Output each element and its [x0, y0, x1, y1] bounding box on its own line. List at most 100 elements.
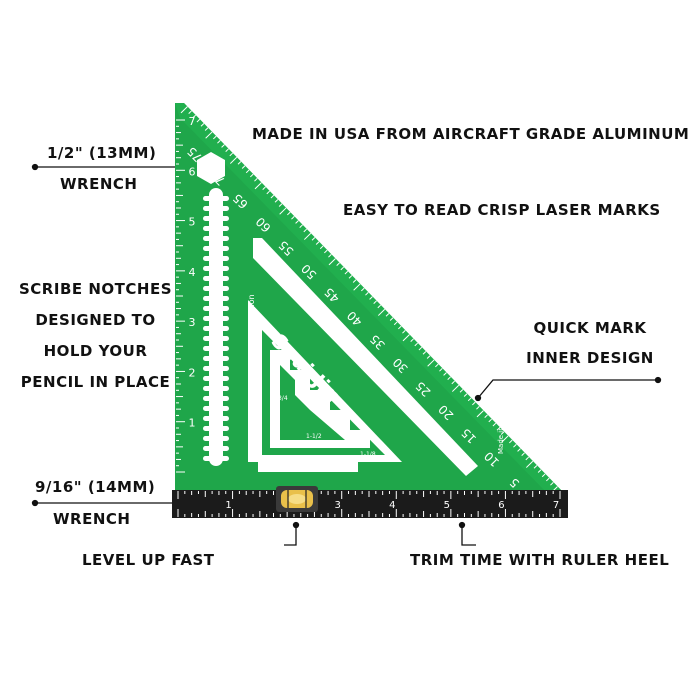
hyp-tick	[459, 389, 464, 393]
hyp-tick	[336, 262, 340, 266]
hyp-tick	[521, 452, 525, 456]
half-inch-wrench-size: 1/2" (13MM)	[47, 144, 157, 162]
hyp-tick	[328, 254, 332, 258]
leader-dot	[654, 376, 662, 384]
scribe-notch	[203, 286, 229, 291]
leader-quick-mark	[477, 379, 658, 399]
scribe-notch	[203, 356, 229, 361]
quick-mark-slot	[253, 238, 478, 476]
hyp-tick	[229, 156, 238, 164]
hyp-tick	[340, 266, 345, 271]
hex-wrench-hole	[197, 152, 225, 184]
hyp-tick	[365, 292, 369, 296]
hyp-tick	[229, 152, 234, 157]
hyp-tick	[422, 351, 427, 355]
hyp-tick	[319, 245, 324, 250]
scribe-notch	[203, 346, 229, 351]
laser-marks-callout: EASY TO READ CRISP LASER MARKS	[343, 201, 661, 219]
hyp-tick	[385, 313, 390, 317]
scribe-notch	[203, 426, 229, 431]
inner-label: 1-1/2	[306, 433, 322, 440]
inner-label: 1-3/4	[272, 395, 288, 402]
hyp-tick	[533, 465, 538, 469]
hyp-tick	[278, 203, 283, 207]
scale-number: 2	[189, 366, 196, 379]
hyp-tick	[463, 393, 468, 397]
hyp-tick	[217, 140, 221, 144]
hyp-tick	[274, 199, 279, 203]
ruler-number: 7	[553, 500, 559, 511]
scribe-notch	[203, 376, 229, 381]
hyp-tick	[550, 482, 554, 486]
hyp-tick	[426, 355, 431, 359]
hyp-tick	[315, 241, 320, 245]
hyp-tick	[541, 473, 546, 478]
hyp-tick	[513, 444, 517, 448]
hyp-tick	[467, 397, 472, 402]
ruler-number: 6	[498, 500, 504, 511]
quick-mark-line-1: QUICK MARK	[533, 319, 647, 337]
scribe-line-4: PENCIL IN PLACE	[20, 373, 171, 391]
scribe-line-1: SCRIBE NOTCHES	[19, 280, 172, 298]
hyp-tick	[311, 237, 316, 241]
hyp-tick	[488, 418, 493, 423]
hyp-tick	[245, 169, 250, 174]
hyp-tick	[352, 279, 357, 283]
hyp-tick	[545, 477, 550, 482]
scribe-line-2: DESIGNED TO	[35, 311, 156, 329]
scribe-notch	[203, 456, 229, 461]
hyp-tick	[205, 131, 213, 139]
inner-base-slot	[258, 462, 358, 472]
hyp-tick	[500, 431, 505, 435]
hyp-tick	[393, 321, 398, 326]
hyp-tick	[225, 148, 229, 152]
hyp-tick	[451, 384, 460, 392]
hypotenuse-ticks	[180, 106, 558, 494]
hyp-tick	[303, 232, 312, 240]
hyp-tick	[373, 300, 377, 304]
inner-steps-green	[280, 365, 345, 440]
hyp-tick	[525, 460, 534, 468]
scribe-notch	[203, 326, 229, 331]
leader-dot	[458, 521, 466, 529]
nine-sixteenth-wrench-size: 9/16" (14MM)	[35, 478, 156, 496]
hyp-tick	[291, 216, 295, 220]
hyp-tick	[188, 110, 192, 114]
hyp-tick	[360, 287, 365, 292]
scribe-notch	[203, 276, 229, 281]
hyp-tick	[295, 220, 299, 224]
hyp-tick	[221, 144, 225, 148]
scribe-notch	[203, 266, 229, 271]
hyp-tick	[237, 161, 242, 165]
hyp-tick	[299, 224, 303, 228]
hyp-tick	[389, 317, 394, 321]
hyp-tick	[262, 186, 266, 190]
scribe-notch	[203, 436, 229, 441]
scribe-notch	[203, 336, 229, 341]
hyp-tick	[254, 178, 258, 182]
hyp-tick	[200, 123, 205, 127]
hyp-tick	[279, 207, 287, 215]
leader-dot	[292, 521, 300, 529]
hyp-tick	[434, 363, 439, 368]
scribe-notch	[203, 406, 229, 411]
scale-number: 5	[189, 216, 196, 229]
hyp-tick	[369, 296, 373, 300]
made-in-usa-callout: MADE IN USA FROM AIRCRAFT GRADE ALUMINUM	[252, 125, 690, 143]
scribe-notch	[203, 256, 229, 261]
hyp-tick	[286, 211, 291, 216]
hyp-tick	[348, 275, 353, 279]
ruler-number: 1	[225, 500, 231, 511]
hyp-tick	[471, 401, 476, 406]
hyp-tick	[266, 190, 271, 195]
trim-time-callout: TRIM TIME WITH RULER HEEL	[410, 551, 670, 569]
scribe-notch	[203, 306, 229, 311]
hyp-tick	[353, 283, 361, 291]
scale-number: 1	[189, 417, 196, 430]
leader-dot	[31, 163, 39, 171]
hyp-tick	[501, 435, 509, 443]
